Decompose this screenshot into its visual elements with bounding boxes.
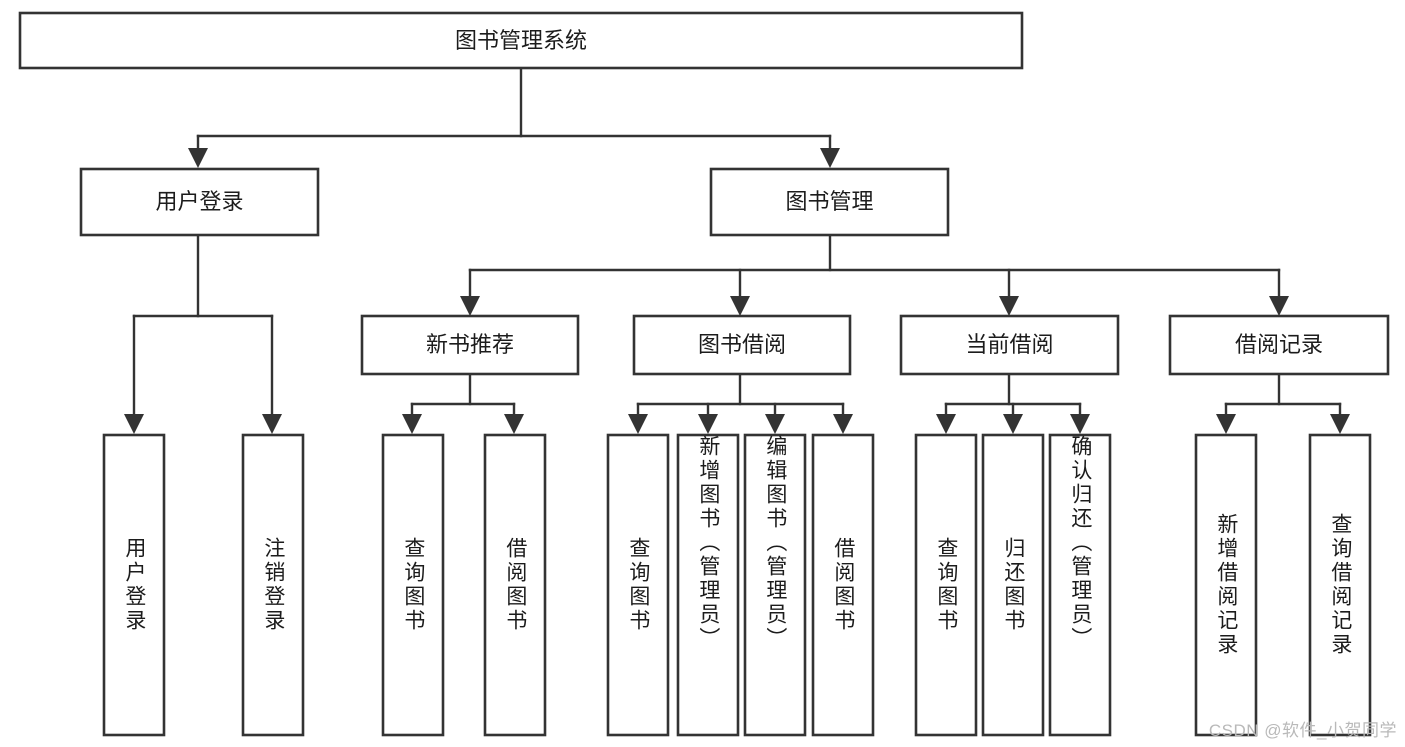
connector-root-to-level1 <box>188 66 840 168</box>
connector-bookborrow-to-leaves <box>628 372 853 434</box>
leaf-box-add-book-admin[interactable] <box>676 433 740 737</box>
node-book-management-label: 图书管理 <box>785 189 873 214</box>
leaf-box-query-book-1[interactable] <box>381 433 445 737</box>
leaf-box-return-book[interactable] <box>981 433 1045 737</box>
node-book-borrow-label: 图书借阅 <box>698 332 786 357</box>
watermark-text: CSDN @软件_小贺同学 <box>1208 721 1397 740</box>
node-book-management[interactable]: 图书管理 <box>709 167 950 237</box>
leaf-box-add-borrow-record[interactable] <box>1194 433 1258 737</box>
node-borrow-record-label: 借阅记录 <box>1235 332 1323 357</box>
leaf-box-query-borrow-record[interactable] <box>1308 433 1372 737</box>
node-user-login-label: 用户登录 <box>155 189 243 214</box>
leaf-box-query-book-3[interactable] <box>914 433 978 737</box>
leaf-box-edit-book-admin[interactable] <box>743 433 807 737</box>
node-book-borrow[interactable]: 图书借阅 <box>632 314 852 376</box>
node-current-borrow-label: 当前借阅 <box>965 332 1053 357</box>
node-borrow-record[interactable]: 借阅记录 <box>1168 314 1390 376</box>
node-root-label: 图书管理系统 <box>455 28 587 53</box>
connector-borrowrecord-to-leaves <box>1216 372 1350 434</box>
leaf-box-logout[interactable] <box>241 433 305 737</box>
leaf-box-borrow-book-2[interactable] <box>811 433 875 737</box>
leaf-box-confirm-return-admin[interactable] <box>1048 433 1112 737</box>
leaf-box-group <box>102 433 1372 737</box>
leaf-box-user-login[interactable] <box>102 433 166 737</box>
connector-currentborrow-to-leaves <box>936 372 1090 434</box>
node-current-borrow[interactable]: 当前借阅 <box>899 314 1120 376</box>
leaf-box-borrow-book-1[interactable] <box>483 433 547 737</box>
node-new-book-recommend[interactable]: 新书推荐 <box>360 314 580 376</box>
node-new-book-recommend-label: 新书推荐 <box>426 332 514 357</box>
node-user-login[interactable]: 用户登录 <box>79 167 320 237</box>
connector-bookmgmt-to-level2 <box>460 233 1289 316</box>
connector-newbook-to-leaves <box>402 372 524 434</box>
connector-userlogin-to-leaves <box>124 233 282 434</box>
leaf-box-query-book-2[interactable] <box>606 433 670 737</box>
node-root[interactable]: 图书管理系统 <box>18 11 1024 70</box>
